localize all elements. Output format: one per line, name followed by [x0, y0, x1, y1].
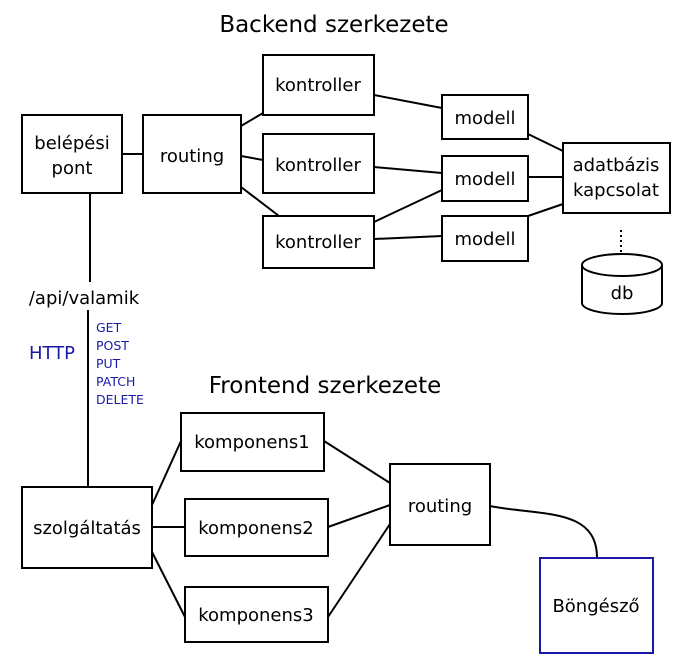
frontend-routing-box: routing	[389, 463, 491, 546]
component-label-1: komponens1	[194, 432, 310, 453]
service-box: szolgáltatás	[21, 486, 153, 569]
browser-box: Böngésző	[539, 557, 654, 654]
http-method-post: POST	[96, 338, 129, 353]
controller-label-3: kontroller	[275, 232, 361, 253]
component-label-2: komponens2	[198, 518, 314, 539]
model-box-2: modell	[441, 155, 529, 202]
model-label-2: modell	[454, 169, 515, 190]
database-cylinder: db	[581, 253, 663, 315]
model-box-1: modell	[441, 94, 529, 140]
db-connection-label-line2: kapcsolat	[573, 180, 659, 201]
frontend-edges	[87, 310, 598, 618]
backend-routing-label: routing	[160, 146, 224, 167]
db-connection-box: adatbázis kapcsolat	[562, 142, 671, 214]
model-box-3: modell	[441, 215, 529, 262]
backend-edges	[89, 94, 622, 282]
controller-box-3: kontroller	[262, 215, 375, 269]
controller-box-2: kontroller	[262, 133, 375, 194]
backend-routing-box: routing	[142, 114, 242, 194]
http-method-put: PUT	[96, 356, 121, 371]
backend-title: Backend szerkezete	[219, 12, 448, 38]
controller-label-1: kontroller	[275, 75, 361, 96]
database-label: db	[611, 283, 634, 304]
http-method-delete: DELETE	[96, 392, 144, 407]
http-label: HTTP	[29, 343, 75, 364]
http-method-patch: PATCH	[96, 374, 135, 389]
entry-point-label-line1: belépési	[34, 133, 109, 154]
model-label-3: modell	[454, 229, 515, 250]
component-box-3: komponens3	[184, 586, 329, 643]
entry-point-box: belépési pont	[21, 114, 123, 194]
http-methods-list: GET POST PUT PATCH DELETE	[96, 320, 144, 407]
controller-label-2: kontroller	[275, 155, 361, 176]
component-label-3: komponens3	[198, 605, 314, 626]
api-path-label: /api/valamik	[29, 288, 140, 309]
frontend-routing-label: routing	[408, 496, 472, 517]
service-label: szolgáltatás	[33, 518, 141, 539]
entry-point-label-line2: pont	[52, 158, 93, 179]
controller-box-1: kontroller	[262, 54, 375, 116]
frontend-title: Frontend szerkezete	[209, 373, 442, 399]
browser-label: Böngésző	[552, 596, 639, 617]
http-method-get: GET	[96, 320, 122, 335]
model-label-1: modell	[454, 108, 515, 129]
db-connection-label-line1: adatbázis	[573, 155, 660, 176]
component-box-1: komponens1	[180, 412, 325, 472]
component-box-2: komponens2	[184, 498, 329, 557]
